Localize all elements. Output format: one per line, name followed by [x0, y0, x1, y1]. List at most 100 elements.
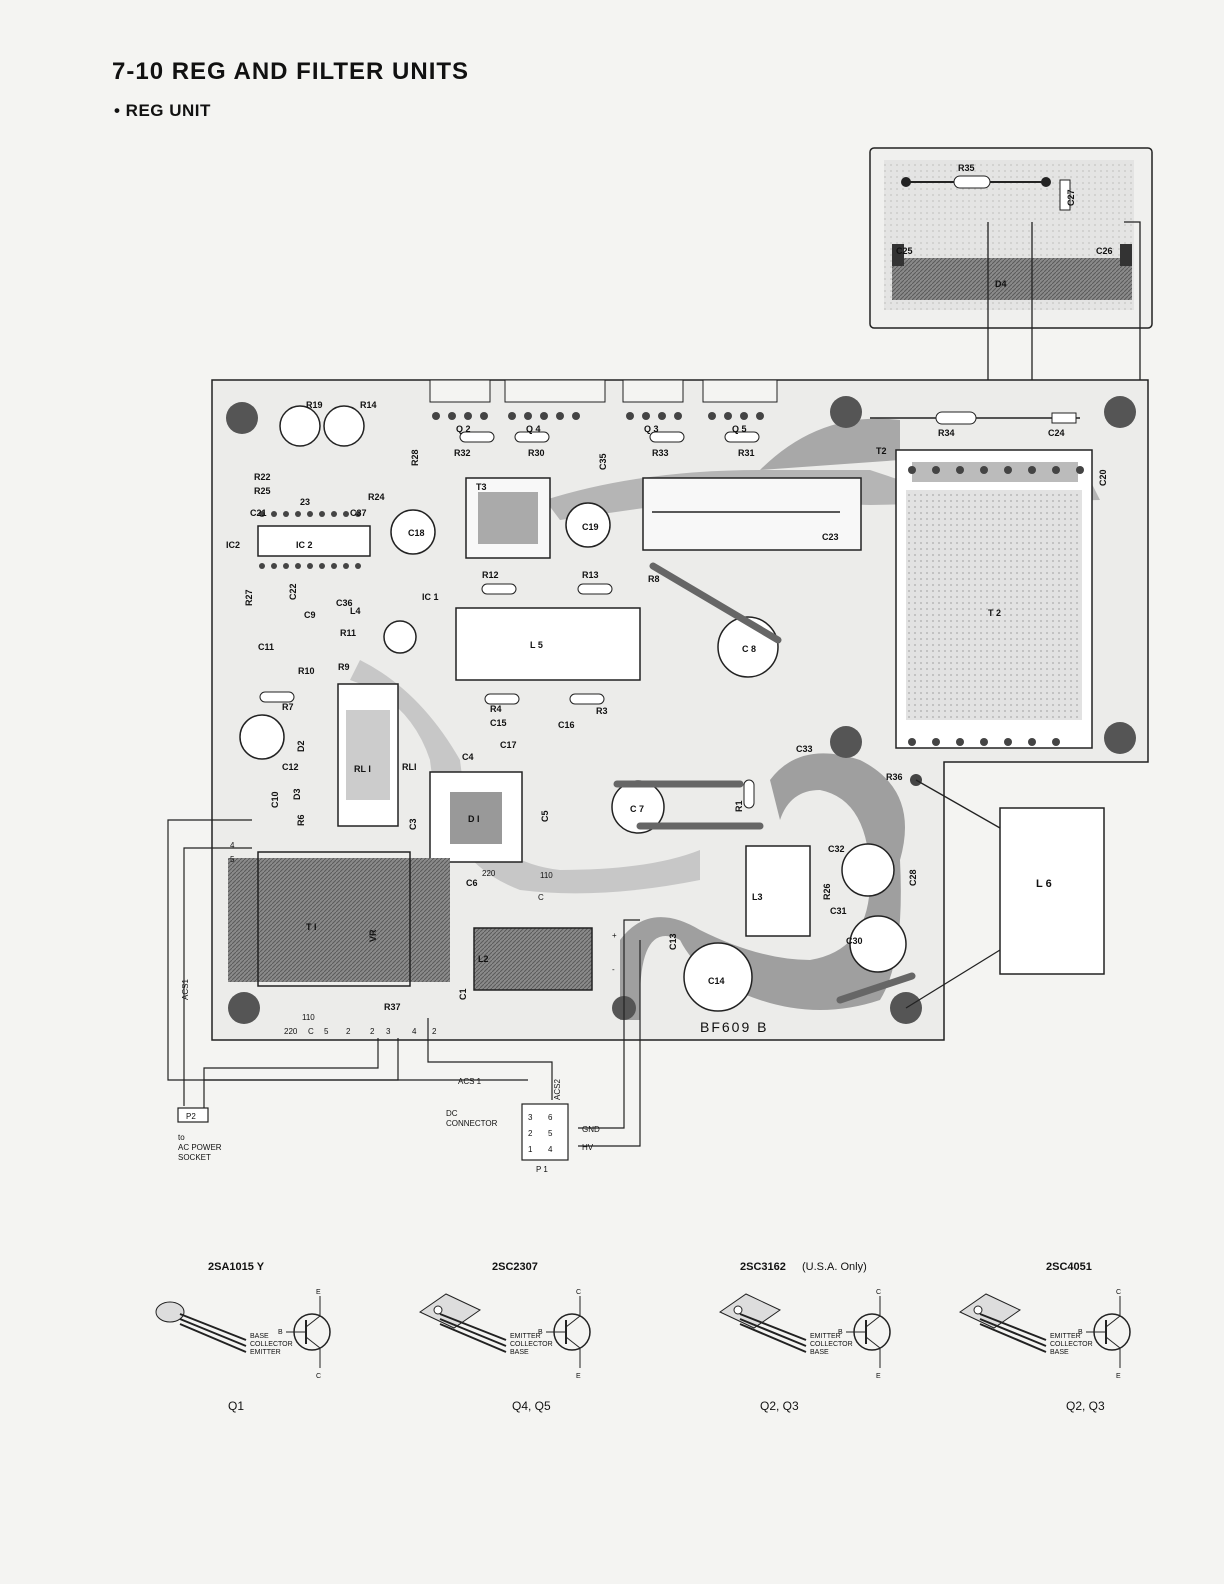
label-c18: C18 — [408, 528, 425, 538]
label-c9: C9 — [304, 610, 316, 620]
label-c19: C19 — [582, 522, 599, 532]
label-l3: L3 — [752, 892, 763, 902]
label-c26: C26 — [1096, 246, 1113, 256]
symbol-pin-top: C — [876, 1289, 881, 1296]
label-r7: R7 — [282, 702, 294, 712]
lead-label: BASE — [250, 1333, 269, 1340]
label-c33: C33 — [796, 744, 813, 754]
label-c6: C6 — [466, 878, 478, 888]
label-r28: R28 — [410, 449, 420, 466]
p2-caption-0: to — [178, 1133, 185, 1142]
label-acs2: ACS2 — [553, 1079, 562, 1100]
label-c28: C28 — [908, 869, 918, 886]
symbol-pin-base: B — [838, 1329, 843, 1336]
transistor-part: 2SC2307 — [492, 1261, 538, 1273]
label-c35: C35 — [598, 453, 608, 470]
transistor-3: 2SC3162(U.S.A. Only)EMITTERCOLLECTORBASE… — [719, 1261, 891, 1413]
label-t1: T I — [306, 922, 317, 932]
label-ic2b: IC 2 — [296, 540, 313, 550]
transistor-part: 2SC3162 — [740, 1261, 786, 1273]
pin-3: 3 — [528, 1113, 533, 1122]
label-d1: D I — [468, 814, 480, 824]
wiring — [167, 819, 641, 1161]
label-t2b: T 2 — [988, 608, 1001, 618]
label-acs1-vertical: ACS1 — [181, 979, 190, 1000]
sub-board: R35 C27 C25 C26 D4 — [869, 147, 1153, 600]
symbol-pin-top: C — [1116, 1289, 1121, 1296]
label-c4: C4 — [462, 752, 474, 762]
label-r27: R27 — [244, 589, 254, 606]
label-gnd: GND — [582, 1125, 600, 1134]
transistor-ref: Q4, Q5 — [512, 1399, 551, 1413]
symbol-pin-base: B — [538, 1329, 543, 1336]
lead-label: COLLECTOR — [810, 1341, 853, 1348]
pin-label: C — [538, 893, 544, 902]
label-l4: L4 — [350, 606, 361, 616]
pin-label: C — [308, 1027, 314, 1036]
pin-4: 4 — [548, 1145, 553, 1154]
label-ic1: IC 1 — [422, 592, 439, 602]
label-r37: R37 — [384, 1002, 401, 1012]
lead-label: COLLECTOR — [510, 1341, 553, 1348]
label-d2: D2 — [296, 740, 306, 752]
label-c22: C22 — [288, 583, 298, 600]
label-r8: R8 — [648, 574, 660, 584]
page-title: 7-10 REG AND FILTER UNITS — [112, 58, 470, 85]
label-l2: L2 — [478, 954, 489, 964]
pin-label: 5 — [324, 1027, 329, 1036]
lead-label: EMITTER — [510, 1333, 541, 1340]
label-c3: C3 — [408, 818, 418, 830]
label-ic2: IC2 — [226, 540, 240, 550]
p2-caption-2: SOCKET — [178, 1153, 211, 1162]
lead-label: COLLECTOR — [250, 1341, 293, 1348]
label-c7: C 7 — [630, 804, 644, 814]
board-code: BF609 B — [700, 1019, 768, 1035]
pin-6: 6 — [548, 1113, 553, 1122]
label-c11: C11 — [258, 642, 274, 652]
label-c12: C12 — [282, 762, 299, 772]
label-c10: C10 — [270, 791, 280, 808]
label-c23: C23 — [822, 532, 839, 542]
symbol-pin-top: C — [576, 1289, 581, 1296]
label-c25: C25 — [896, 246, 913, 256]
symbol-pin-bottom: E — [1116, 1373, 1121, 1380]
label-r3: R3 — [596, 706, 608, 716]
transistor-ref: Q2, Q3 — [760, 1399, 799, 1413]
label-l6: L 6 — [1036, 878, 1052, 890]
label-r25: R25 — [254, 486, 271, 496]
transistor-ref: Q2, Q3 — [1066, 1399, 1105, 1413]
transistor-note: (U.S.A. Only) — [802, 1261, 867, 1273]
label-r13: R13 — [582, 570, 599, 580]
pin-label: 220 — [284, 1027, 298, 1036]
label-c24: C24 — [1048, 428, 1065, 438]
label-c13: C13 — [668, 933, 678, 950]
label-r11: R11 — [340, 628, 356, 638]
pin-2: 2 — [528, 1129, 533, 1138]
label-t3: T3 — [476, 482, 487, 492]
pin-label: 2 — [346, 1027, 351, 1036]
label-r32: R32 — [454, 448, 471, 458]
transistor-part: 2SC4051 — [1046, 1261, 1092, 1273]
pin-label: + — [612, 931, 617, 940]
label-q3: Q 3 — [644, 424, 659, 434]
transistor-ref: Q1 — [228, 1399, 244, 1413]
label-r34: R34 — [938, 428, 955, 438]
label-rl1b: RLI — [402, 762, 417, 772]
pin-label: 2 — [432, 1027, 437, 1036]
symbol-pin-bottom: E — [576, 1373, 581, 1380]
label-c37: C37 — [350, 508, 367, 518]
label-r22: R22 — [254, 472, 271, 482]
label-rl1: RL I — [354, 764, 371, 774]
label-c30: C30 — [846, 936, 863, 946]
label-c36: C36 — [336, 598, 353, 608]
symbol-pin-base: B — [278, 1329, 283, 1336]
lead-label: EMITTER — [1050, 1333, 1081, 1340]
pin-label: 4 — [412, 1027, 417, 1036]
label-r19: R19 — [306, 400, 323, 410]
symbol-pin-base: B — [1078, 1329, 1083, 1336]
